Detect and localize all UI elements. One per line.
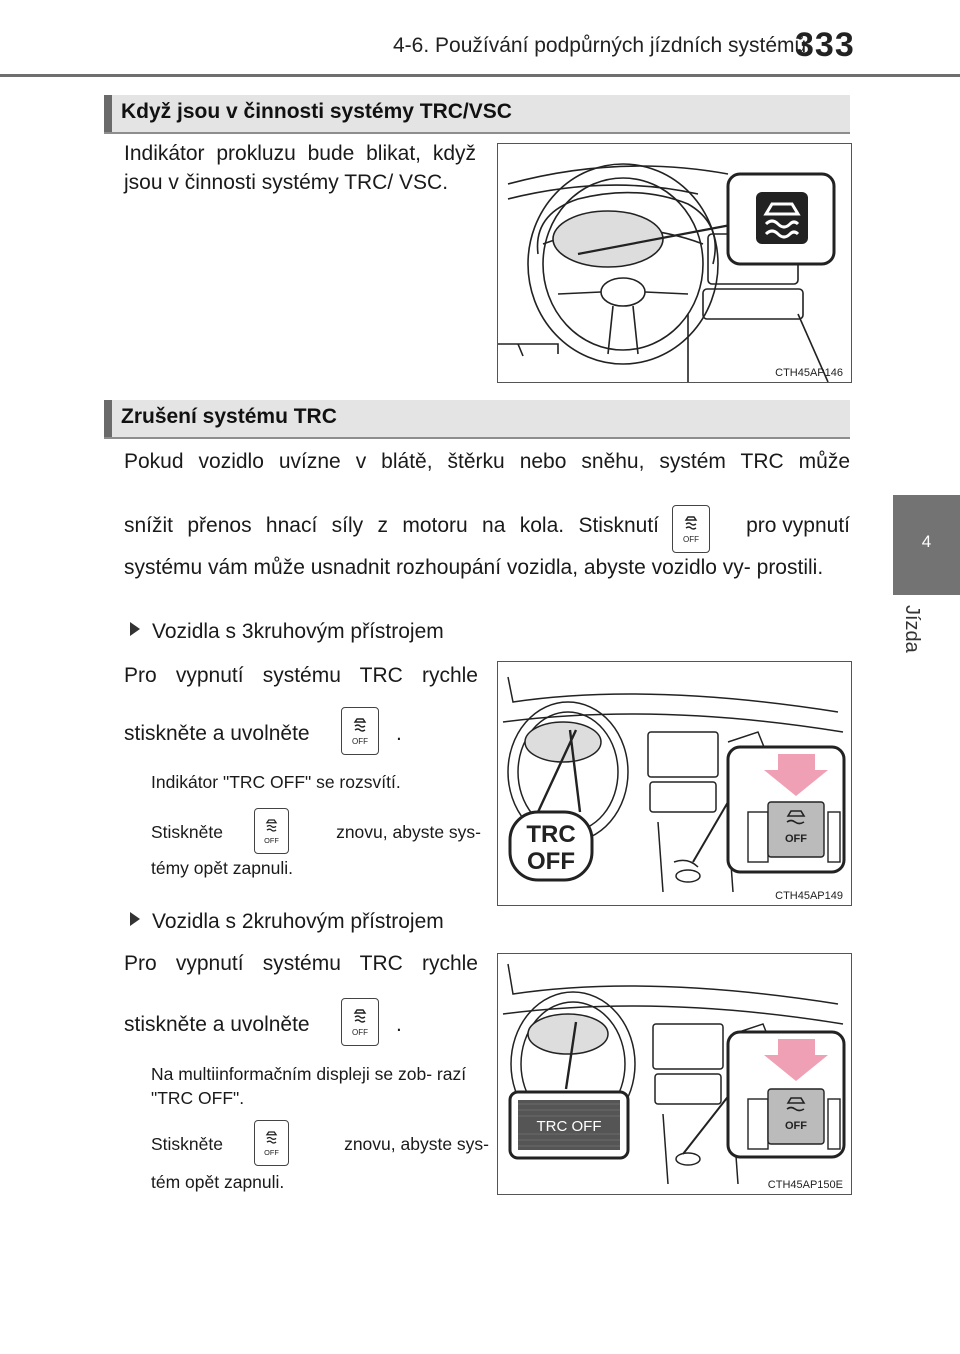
figure-2-gauge-dashboard: TRC OFF OFF CTH45AP150E bbox=[497, 953, 852, 1195]
trc-off-button-icon: OFF bbox=[254, 808, 289, 854]
bullet-triangle-icon bbox=[130, 622, 140, 636]
header-divider bbox=[0, 74, 960, 77]
svg-text:OFF: OFF bbox=[352, 1028, 368, 1037]
sub2-instruction-line2: stiskněte a uvolněte OFF . bbox=[124, 998, 478, 1048]
svg-text:OFF: OFF bbox=[264, 836, 279, 845]
sub1-note1: Indikátor "TRC OFF" se rozsvítí. bbox=[151, 772, 401, 792]
header-title: 4-6. Používání podpůrných jízdních systé… bbox=[393, 34, 807, 57]
sub1-note2: Stiskněte OFF znovu, abyste sys- bbox=[151, 808, 481, 858]
svg-text:OFF: OFF bbox=[785, 833, 807, 845]
svg-text:OFF: OFF bbox=[352, 737, 368, 746]
figure-code: CTH45AP146 bbox=[775, 367, 843, 379]
section2-paragraph-line3: systému vám může usnadnit rozhoupání voz… bbox=[124, 556, 824, 579]
figure-dashboard-slip-indicator: CTH45AP146 bbox=[497, 143, 852, 383]
trc-off-button-icon: OFF bbox=[341, 707, 379, 755]
section-heading-trc-vsc: Když jsou v činnosti systémy TRC/VSC bbox=[104, 95, 850, 134]
callout-text-trc: TRC bbox=[526, 821, 575, 848]
trc-off-button-icon: OFF bbox=[341, 998, 379, 1046]
section-heading-text: Když jsou v činnosti systémy TRC/VSC bbox=[121, 100, 512, 123]
bullet-2-gauge: Vozidla s 2kruhovým přístrojem bbox=[130, 910, 444, 934]
sub2-instruction-line1: Pro vypnutí systému TRC rychle bbox=[124, 952, 478, 975]
display-text: TRC OFF bbox=[537, 1118, 602, 1135]
callout-text-off: OFF bbox=[527, 848, 575, 875]
section1-paragraph: Indikátor prokluzu bude blikat, když jso… bbox=[124, 142, 476, 194]
chapter-tab bbox=[893, 495, 960, 595]
svg-text:OFF: OFF bbox=[264, 1148, 279, 1157]
sub1-instruction-line1: Pro vypnutí systému TRC rychle bbox=[124, 664, 478, 687]
trc-off-callout bbox=[508, 810, 594, 882]
bullet-3-gauge: Vozidla s 3kruhovým přístrojem bbox=[130, 620, 444, 644]
figure-code: CTH45AP149 bbox=[775, 890, 843, 902]
section2-paragraph-line1: Pokud vozidlo uvízne v blátě, štěrku neb… bbox=[124, 450, 850, 473]
sub2-note1: Na multiinformačním displeji se zob- raz… bbox=[151, 1064, 467, 1108]
svg-text:OFF: OFF bbox=[785, 1120, 807, 1132]
trc-off-button-icon: OFF bbox=[254, 1120, 289, 1166]
section-heading-text: Zrušení systému TRC bbox=[121, 405, 337, 428]
sub2-note2: Stiskněte OFF znovu, abyste sys- bbox=[151, 1120, 489, 1170]
trc-off-button-icon: OFF bbox=[672, 505, 710, 553]
press-arrow-icon bbox=[764, 1039, 828, 1081]
section2-paragraph-line2: snížit přenos hnací síly z motoru na kol… bbox=[124, 505, 850, 553]
sub2-note3: tém opět zapnuli. bbox=[151, 1172, 285, 1192]
chapter-label: Jízda bbox=[897, 605, 927, 665]
figure-code: CTH45AP150E bbox=[767, 1179, 843, 1191]
sub1-note3: témy opět zapnuli. bbox=[151, 858, 294, 878]
chapter-number: 4 bbox=[921, 532, 932, 551]
dashboard-illustration bbox=[498, 163, 836, 382]
sub1-instruction-line2: stiskněte a uvolněte OFF . bbox=[124, 707, 478, 757]
figure-3-gauge-dashboard: TRC OFF OFF CTH45AP149 bbox=[497, 661, 852, 906]
page-number: 333 bbox=[795, 26, 855, 64]
press-arrow-icon bbox=[764, 754, 828, 796]
chapter-label-text: Jízda bbox=[901, 605, 923, 653]
section-heading-trc-cancel: Zrušení systému TRC bbox=[104, 400, 850, 439]
bullet-triangle-icon bbox=[130, 912, 140, 926]
svg-text:OFF: OFF bbox=[683, 535, 699, 544]
